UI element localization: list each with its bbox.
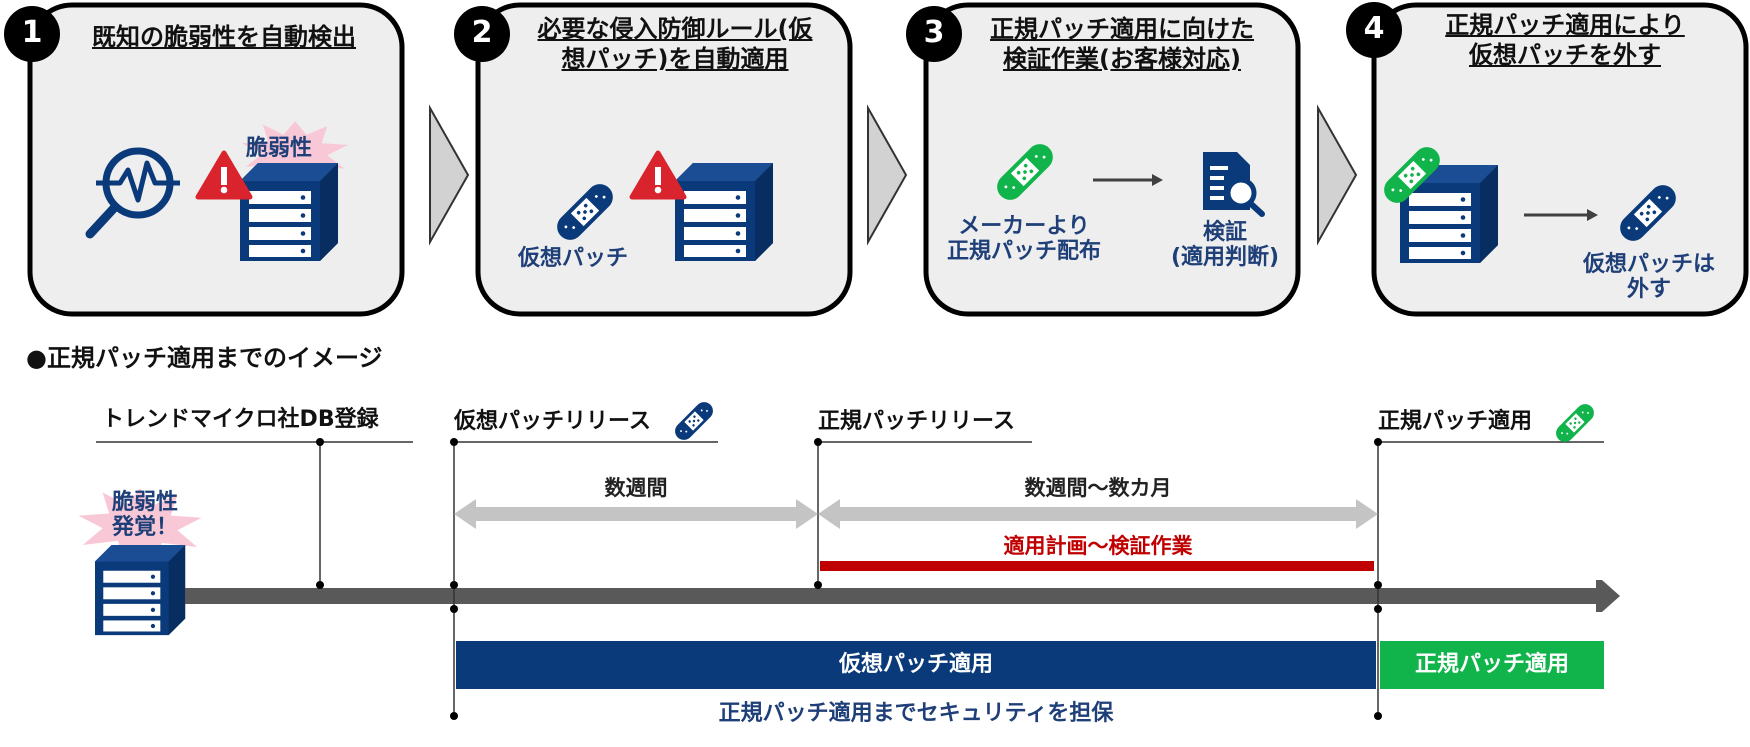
official-patch-bar-label: 正規パッチ適用 <box>1414 652 1569 677</box>
step-card-3 <box>923 2 1301 317</box>
timeline-axis-arrow <box>185 580 1620 612</box>
milestone-line-db <box>316 438 324 589</box>
arrow-right-icon <box>1093 174 1163 186</box>
vulnerability-badge: 脆弱性 <box>246 136 313 161</box>
step-number-2: 2 <box>471 15 493 50</box>
milestone-line-virtual-release <box>450 438 458 720</box>
chevron-arrow-2 <box>867 104 908 246</box>
milestone-official-apply: 正規パッチ適用 <box>1378 409 1533 434</box>
official-patch-bandage-icon <box>1552 400 1598 446</box>
step-number-1: 1 <box>21 15 43 50</box>
milestone-line-official-release <box>814 438 822 589</box>
document-search-icon <box>1203 152 1265 217</box>
vulnerability-discovered-label: 脆弱性 発覚！ <box>111 490 178 541</box>
remove-virtual-patch-caption: 仮想パッチは 外す <box>1582 252 1715 303</box>
verification-caption: 検証 (適用判断) <box>1170 220 1280 271</box>
timeline-heading: ●正規パッチ適用までのイメージ <box>26 344 383 372</box>
virtual-patch-bar-label: 仮想パッチ適用 <box>838 652 993 677</box>
milestone-db-registration: トレンドマイクロ社DB登録 <box>102 407 379 432</box>
step-number-4: 4 <box>1363 11 1385 46</box>
vendor-distribution-caption: メーカーより 正規パッチ配布 <box>946 214 1101 265</box>
arrow-right-icon <box>1524 209 1598 221</box>
span-arrow-weeks <box>454 499 818 529</box>
step-title-3: 正規パッチ適用に向けた 検証作業(お客様対応) <box>990 15 1254 73</box>
timeline-server-icon <box>95 545 186 636</box>
span-weeks-label: 数週間 <box>604 476 668 500</box>
server-icon <box>675 163 773 261</box>
step-title-2: 必要な侵入防御ルール(仮 想パッチ)を自動適用 <box>537 15 813 73</box>
span-arrow-weeks-months <box>818 499 1378 529</box>
step-number-3: 3 <box>923 15 945 50</box>
chevron-arrow-3 <box>1317 104 1358 246</box>
milestone-virtual-release: 仮想パッチリリース <box>454 409 651 434</box>
virtual-patch-bandage-icon <box>671 398 717 444</box>
security-note: 正規パッチ適用までセキュリティを担保 <box>718 701 1114 726</box>
chevron-arrow-1 <box>429 104 470 246</box>
step-number-circle-4 <box>1346 2 1402 58</box>
step-number-circle-2 <box>454 6 510 62</box>
virtual-patch-bar <box>456 641 1376 689</box>
step-title-4: 正規パッチ適用により 仮想パッチを外す <box>1445 11 1685 69</box>
server-icon <box>240 163 338 261</box>
virtual-patch-caption: 仮想パッチ <box>518 246 629 271</box>
step-number-circle-1 <box>4 6 60 62</box>
official-patch-bar <box>1380 641 1604 689</box>
plan-verify-label: 適用計画～検証作業 <box>1003 534 1193 558</box>
span-weeks-months-label: 数週間～数カ月 <box>1024 476 1172 500</box>
step-title-1: 既知の脆弱性を自動検出 <box>92 23 356 51</box>
magnifier-pulse-icon <box>85 147 180 239</box>
step-number-circle-3 <box>906 6 962 62</box>
milestone-line-official-apply <box>1374 438 1382 720</box>
plan-verify-bar <box>820 561 1374 571</box>
milestone-official-release: 正規パッチリリース <box>818 409 1015 434</box>
